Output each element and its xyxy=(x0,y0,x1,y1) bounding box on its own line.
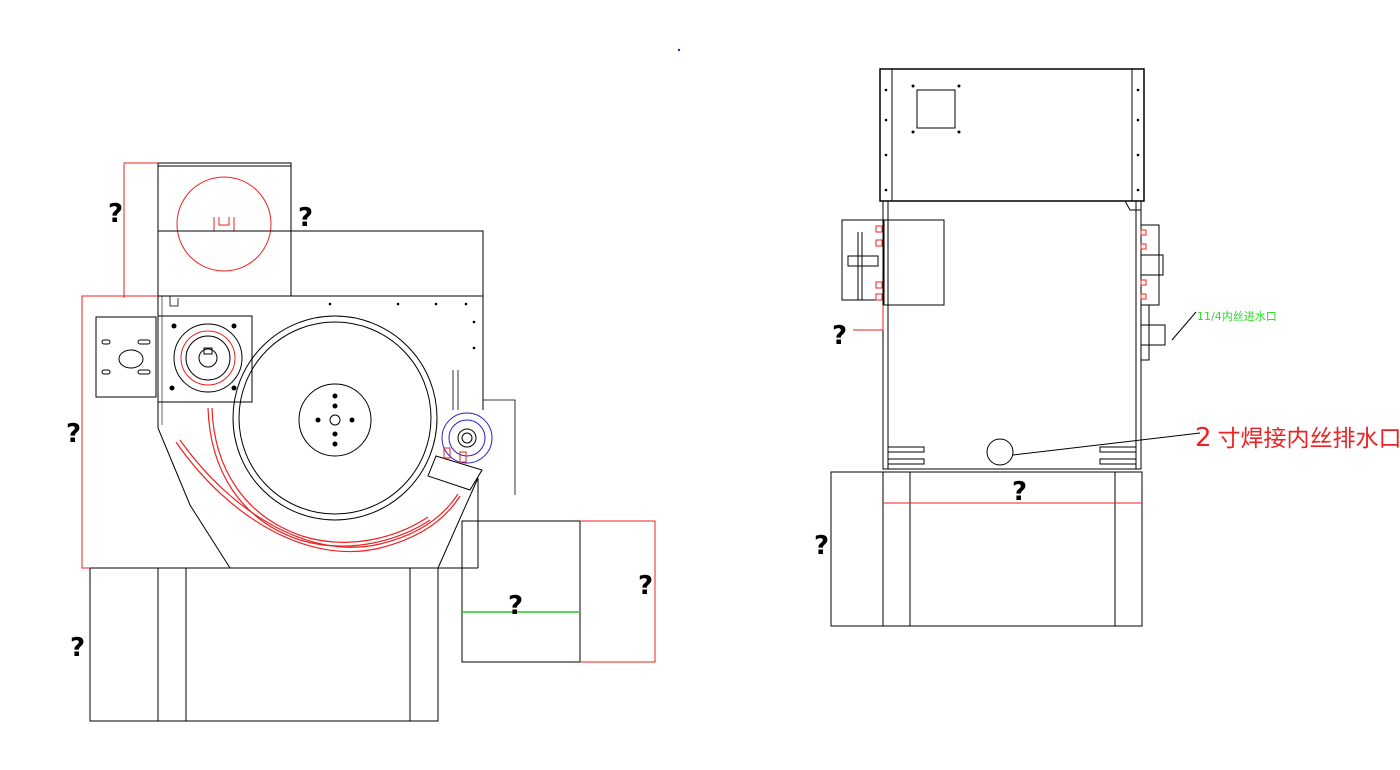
front-dim-label-5: ? xyxy=(508,591,523,621)
drum-hub xyxy=(298,383,372,457)
drum-outer xyxy=(232,315,438,521)
side-main-body xyxy=(882,200,1142,470)
front-dim-label-2: ? xyxy=(298,203,313,233)
motor-circle xyxy=(176,176,272,272)
inlet-callout: 11/4内丝进水口 xyxy=(1197,309,1277,323)
marker-dot xyxy=(677,48,681,52)
side-inlet-fitting xyxy=(1140,224,1160,306)
inlet-callout-text: 1/4内丝进水口 xyxy=(1204,309,1277,323)
front-dim-label-4: ? xyxy=(70,633,85,663)
side-height-dimension xyxy=(853,305,884,331)
drain-callout-prefix: 2 xyxy=(1195,423,1212,453)
front-dim-label-3: ? xyxy=(66,419,81,449)
main-body-outline xyxy=(158,295,484,405)
front-dimensions xyxy=(81,162,656,663)
inlet-leader xyxy=(1171,311,1197,341)
rivets xyxy=(328,302,476,350)
drum-inner xyxy=(238,321,432,515)
front-dim-label-1: ? xyxy=(108,199,123,229)
inlet-valve xyxy=(427,370,516,495)
top-cabinet-window xyxy=(916,89,956,129)
base-stand xyxy=(89,567,439,722)
drain-channels xyxy=(175,407,461,553)
side-dim-label-3: ? xyxy=(814,531,829,561)
side-base xyxy=(830,471,1143,627)
side-view xyxy=(830,68,1201,627)
side-dim-label-1: ? xyxy=(832,321,847,351)
gear-red xyxy=(180,330,236,386)
drain-leader xyxy=(1012,432,1201,456)
left-bracket xyxy=(95,316,157,398)
motor-symbol xyxy=(213,217,235,232)
gear-outer xyxy=(173,323,243,393)
drain-callout-text: 寸焊接内丝排水口 xyxy=(1218,426,1400,452)
front-dim-label-6: ? xyxy=(638,571,653,601)
side-dim-label-2: ? xyxy=(1012,477,1027,507)
inlet-callout-prefix: 1 xyxy=(1197,310,1204,323)
front-view xyxy=(81,162,656,722)
top-cabinet xyxy=(879,68,1145,202)
drain-port xyxy=(986,438,1014,466)
aux-box xyxy=(461,520,581,663)
